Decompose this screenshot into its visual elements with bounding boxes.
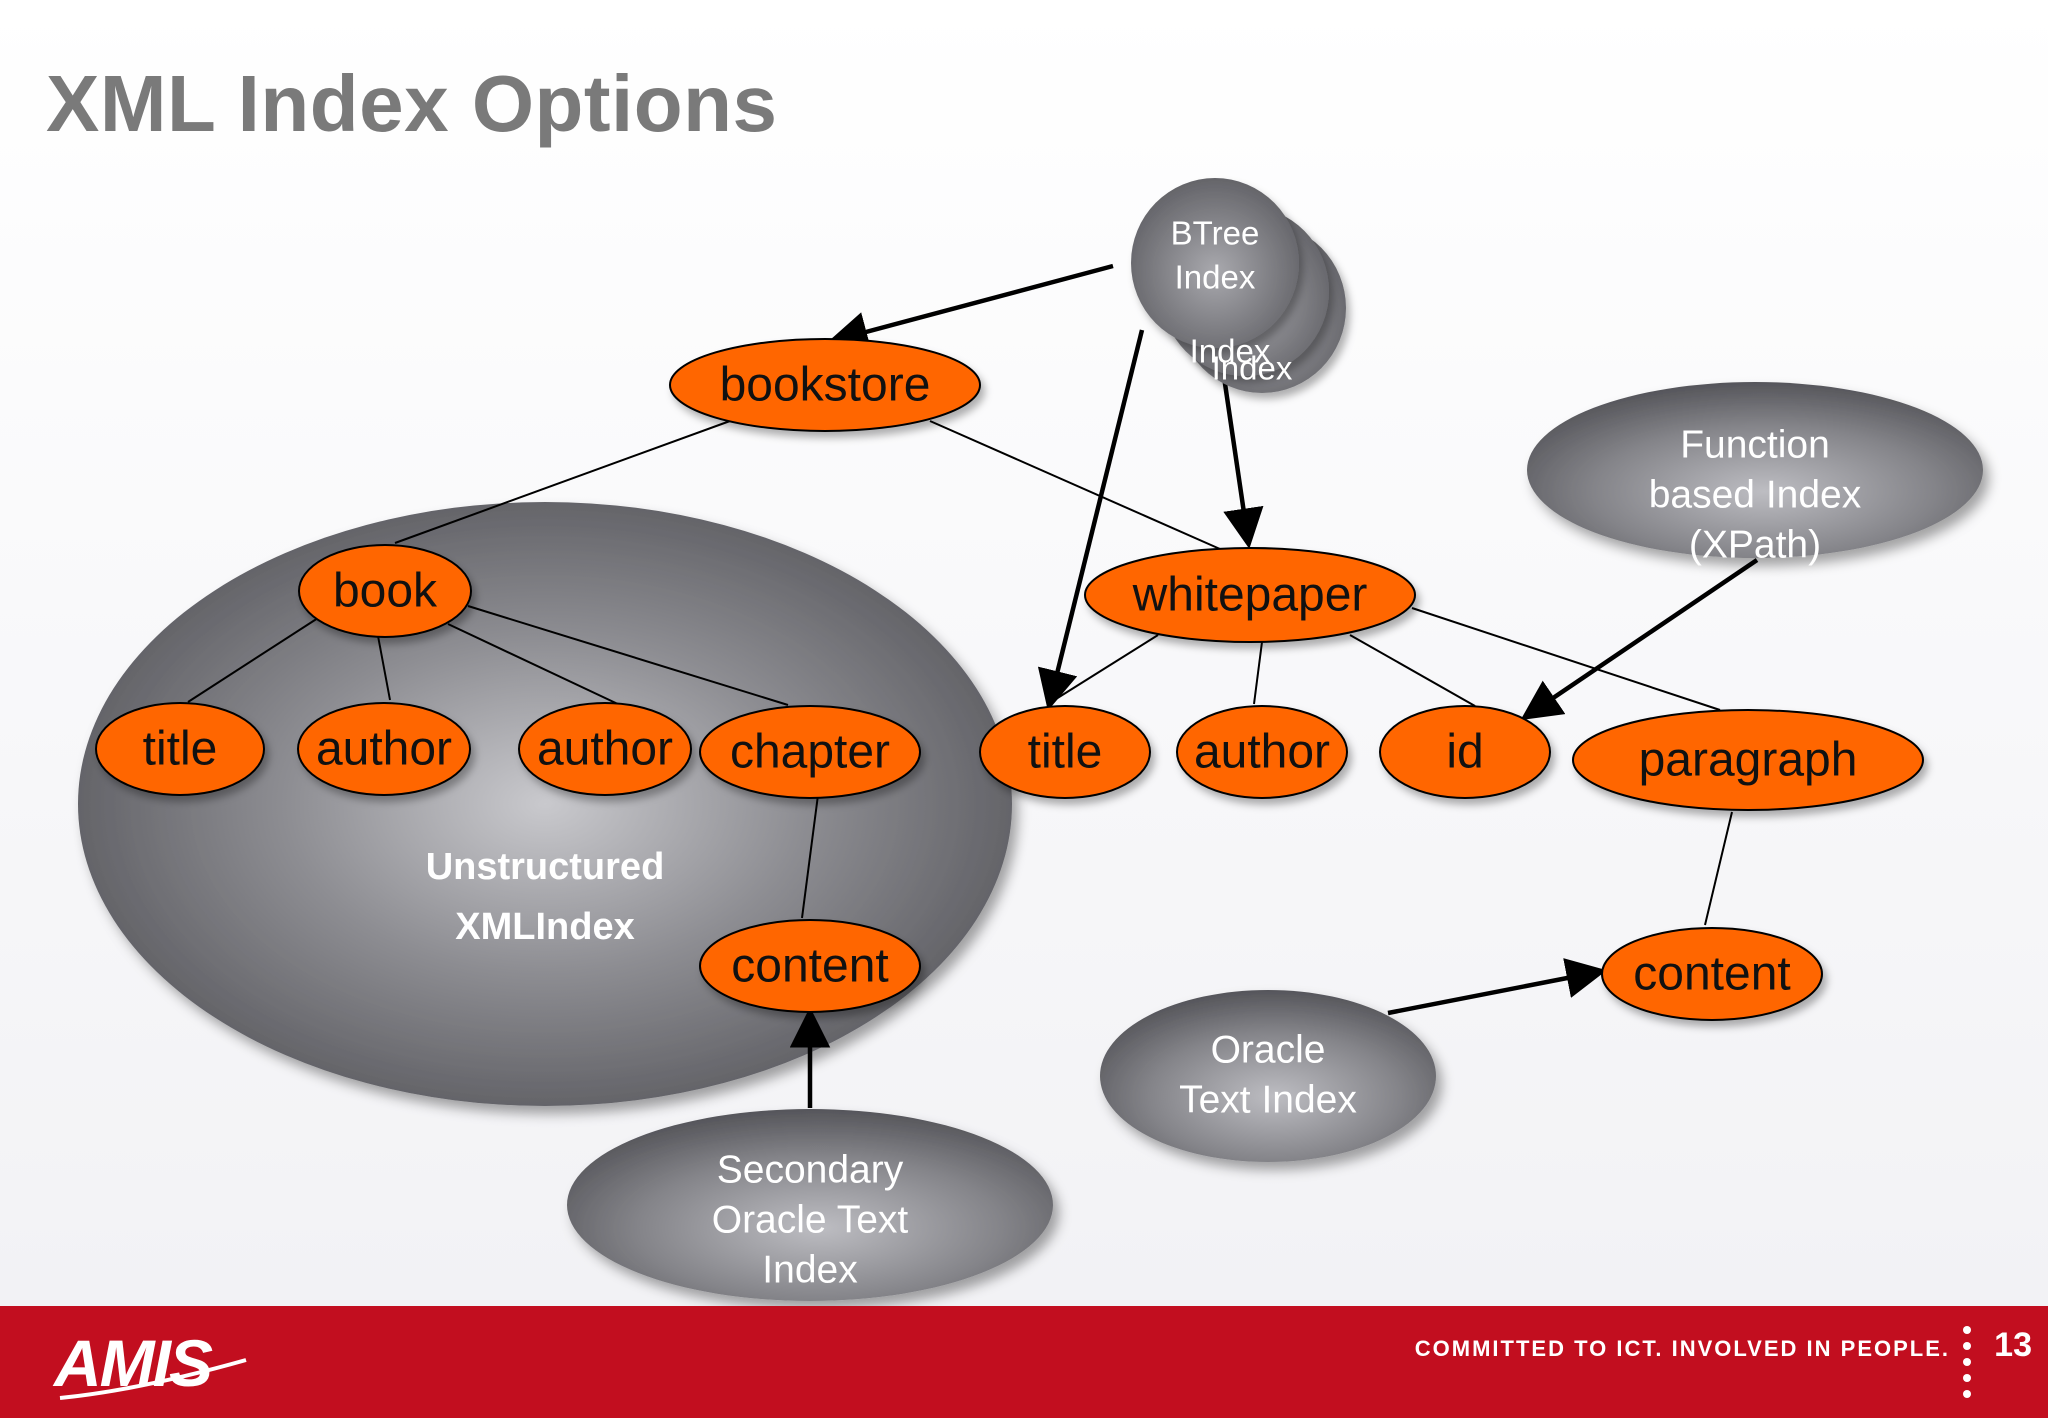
node-paragraph (1572, 709, 1924, 811)
label-whitepaper-id: id (1446, 726, 1483, 779)
edge-book-chapter (467, 605, 789, 706)
node-whitepaper-id (1379, 705, 1551, 799)
edge-book-author2 (447, 623, 621, 706)
function-label-line2: based Index (1649, 473, 1862, 516)
function-based-index: Function based Index (XPath) (1527, 382, 1983, 566)
label-chapter-content: content (731, 940, 888, 993)
btree-stack-fragment-1: Index (1190, 333, 1271, 370)
node-book (298, 544, 472, 638)
node-book-author-1 (297, 702, 471, 796)
oracle-text-ellipse (1100, 990, 1436, 1162)
btree-index-front (1131, 178, 1299, 348)
secondary-label-line2: Oracle Text (712, 1198, 909, 1241)
edge-bookstore-whitepaper (929, 420, 1221, 550)
footer-tagline: COMMITTED TO ICT. INVOLVED IN PEOPLE. (1414, 1336, 1950, 1361)
btree-stack-fragment-2: Index (1212, 350, 1293, 387)
node-chapter-content (699, 919, 921, 1013)
unstructured-label-line1: Unstructured (426, 846, 665, 888)
label-whitepaper-title: title (1028, 726, 1103, 779)
secondary-oracle-text-index: Secondary Oracle Text Index (567, 1109, 1053, 1301)
xml-index-diagram: Unstructured XMLIndex Index Index BTree … (78, 178, 1983, 1301)
edge-paragraph-content (1704, 811, 1733, 926)
edge-whitepaper-author (1253, 641, 1263, 705)
amis-logo: AMIS (52, 1326, 247, 1400)
btree-label-line2: Index (1175, 259, 1256, 296)
arrow-function-id (1520, 558, 1759, 721)
node-book-title (95, 702, 265, 796)
footer-bar: AMIS COMMITTED TO ICT. INVOLVED IN PEOPL… (0, 1306, 2048, 1418)
function-label-line3: (XPath) (1689, 523, 1821, 566)
secondary-label-line1: Secondary (717, 1148, 904, 1191)
label-paragraph: paragraph (1639, 734, 1858, 787)
label-whitepaper: whitepaper (1132, 569, 1368, 622)
unstructured-label-line2: XMLIndex (455, 906, 634, 948)
node-chapter (699, 705, 921, 799)
edge-whitepaper-paragraph (1411, 607, 1721, 711)
node-whitepaper-title (979, 705, 1151, 799)
node-whitepaper-author (1176, 705, 1348, 799)
oracle-text-label-line2: Text Index (1179, 1078, 1357, 1121)
label-whitepaper-author: author (1194, 726, 1330, 779)
node-paragraph-content (1601, 927, 1823, 1021)
page-number: 13 (1994, 1326, 2032, 1364)
function-label-line1: Function (1680, 423, 1830, 466)
label-book: book (333, 565, 438, 618)
node-whitepaper (1084, 547, 1416, 643)
btree-index-stack: Index Index BTree Index (1131, 178, 1346, 393)
secondary-index-ellipse (567, 1109, 1053, 1301)
label-bookstore: bookstore (720, 359, 931, 412)
edge-bookstore-book (394, 420, 731, 544)
btree-label-line1: BTree (1171, 215, 1260, 252)
secondary-label-line3: Index (762, 1248, 858, 1291)
arrow-btree-title (1037, 329, 1145, 711)
arrow-oracletext-content (1387, 958, 1607, 1016)
tree-node-labels: bookstore book title author author chapt… (143, 359, 1858, 1001)
oracle-text-label-line1: Oracle (1211, 1028, 1326, 1071)
edge-chapter-content (801, 794, 819, 919)
node-book-author-2 (518, 702, 692, 796)
edge-whitepaper-id (1349, 634, 1476, 707)
slide-title: XML Index Options (46, 59, 778, 148)
label-book-author-1: author (316, 723, 452, 776)
oracle-text-index: Oracle Text Index (1100, 990, 1436, 1162)
edge-book-title (187, 617, 319, 703)
edge-book-author1 (377, 635, 391, 701)
unstructured-xmlindex-region (78, 502, 1012, 1106)
label-book-author-2: author (537, 723, 673, 776)
arrow-btree-bookstore (827, 263, 1114, 352)
label-paragraph-content: content (1633, 948, 1790, 1001)
footer-dots-decoration (1960, 1326, 1974, 1412)
label-chapter: chapter (730, 726, 890, 779)
tree-nodes (95, 338, 1924, 1021)
function-index-ellipse (1527, 382, 1983, 558)
node-bookstore (669, 338, 981, 432)
label-book-title: title (143, 723, 218, 776)
